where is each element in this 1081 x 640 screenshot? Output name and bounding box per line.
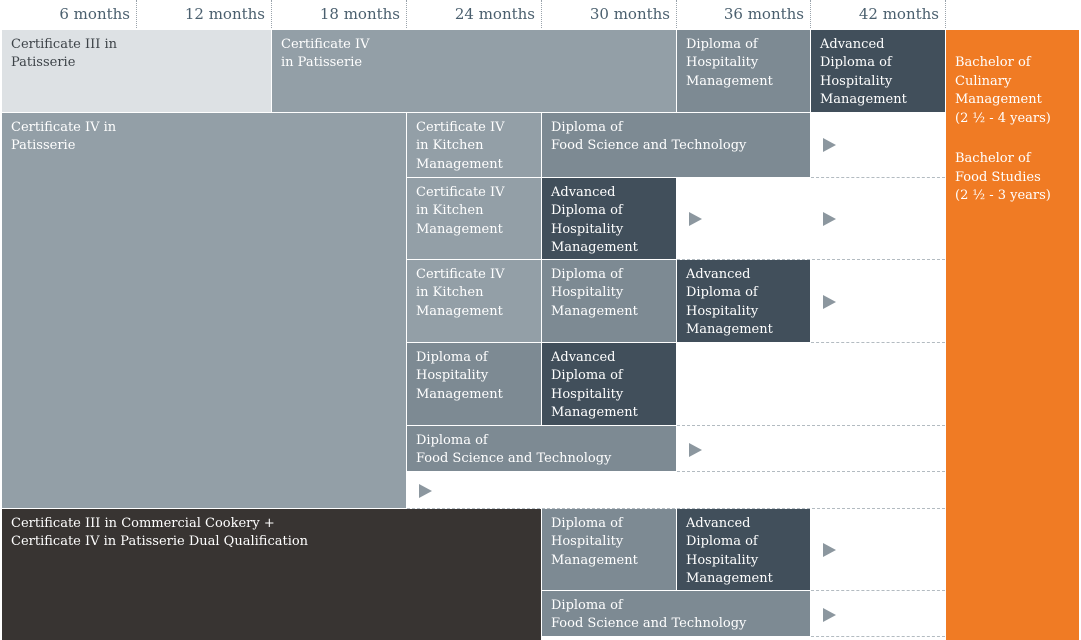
diploma-hospitality-box: Diploma of Hospitality Management — [542, 260, 676, 342]
row-divider — [677, 259, 945, 260]
row-divider — [407, 508, 945, 509]
cert4-patisserie-pathway-box: Certificate IV in Patisserie — [2, 113, 406, 508]
cert4-patisserie-box: Certificate IV in Patisserie — [272, 30, 676, 112]
bachelor-food-studies: Bachelor of Food Studies (2 ½ - 3 years) — [955, 151, 1051, 204]
timeline-6-months: 6 months — [0, 0, 137, 28]
timeline-42-months: 42 months — [811, 0, 946, 28]
arrow-icon — [689, 443, 702, 457]
dual-qualification-box: Certificate III in Commercial Cookery + … — [2, 509, 541, 640]
bachelor-culinary-management: Bachelor of Culinary Management (2 ½ - 4… — [955, 55, 1051, 126]
adv-diploma-hospitality-box: Advanced Diploma of Hospitality Manageme… — [542, 178, 676, 259]
timeline-30-months: 30 months — [542, 0, 677, 28]
cert3-patisserie-box: Certificate III in Patisserie — [2, 30, 271, 112]
arrow-icon — [823, 543, 836, 557]
row-divider — [677, 471, 945, 472]
bachelor-column: Bachelor of Culinary Management (2 ½ - 4… — [946, 30, 1079, 640]
arrow-icon — [823, 138, 836, 152]
arrow-icon — [689, 212, 702, 226]
diploma-hospitality-box: Diploma of Hospitality Management — [677, 30, 810, 112]
arrow-icon — [823, 608, 836, 622]
cert4-kitchen-box: Certificate IV in Kitchen Management — [407, 113, 541, 177]
row-divider — [811, 177, 945, 178]
cert4-kitchen-box: Certificate IV in Kitchen Management — [407, 260, 541, 342]
cert4-kitchen-box: Certificate IV in Kitchen Management — [407, 178, 541, 259]
timeline-12-months: 12 months — [137, 0, 272, 28]
adv-diploma-hospitality-box: Advanced Diploma of Hospitality Manageme… — [677, 260, 810, 342]
diploma-food-science-box: Diploma of Food Science and Technology — [542, 113, 810, 177]
diploma-food-science-box: Diploma of Food Science and Technology — [542, 591, 810, 636]
diploma-hospitality-box: Diploma of Hospitality Management — [407, 343, 541, 425]
timeline-18-months: 18 months — [272, 0, 407, 28]
arrow-icon — [823, 212, 836, 226]
row-divider — [811, 342, 945, 343]
adv-diploma-hospitality-box: Advanced Diploma of Hospitality Manageme… — [677, 509, 810, 590]
row-divider — [811, 636, 945, 637]
row-divider — [677, 425, 945, 426]
timeline-24-months: 24 months — [407, 0, 542, 28]
diploma-food-science-box: Diploma of Food Science and Technology — [407, 426, 676, 471]
row-divider — [811, 590, 945, 591]
adv-diploma-hospitality-box: Advanced Diploma of Hospitality Manageme… — [811, 30, 945, 112]
adv-diploma-hospitality-box: Advanced Diploma of Hospitality Manageme… — [542, 343, 676, 425]
arrow-icon — [823, 295, 836, 309]
timeline-36-months: 36 months — [677, 0, 811, 28]
arrow-icon — [419, 484, 432, 498]
diploma-hospitality-box: Diploma of Hospitality Management — [542, 509, 676, 590]
